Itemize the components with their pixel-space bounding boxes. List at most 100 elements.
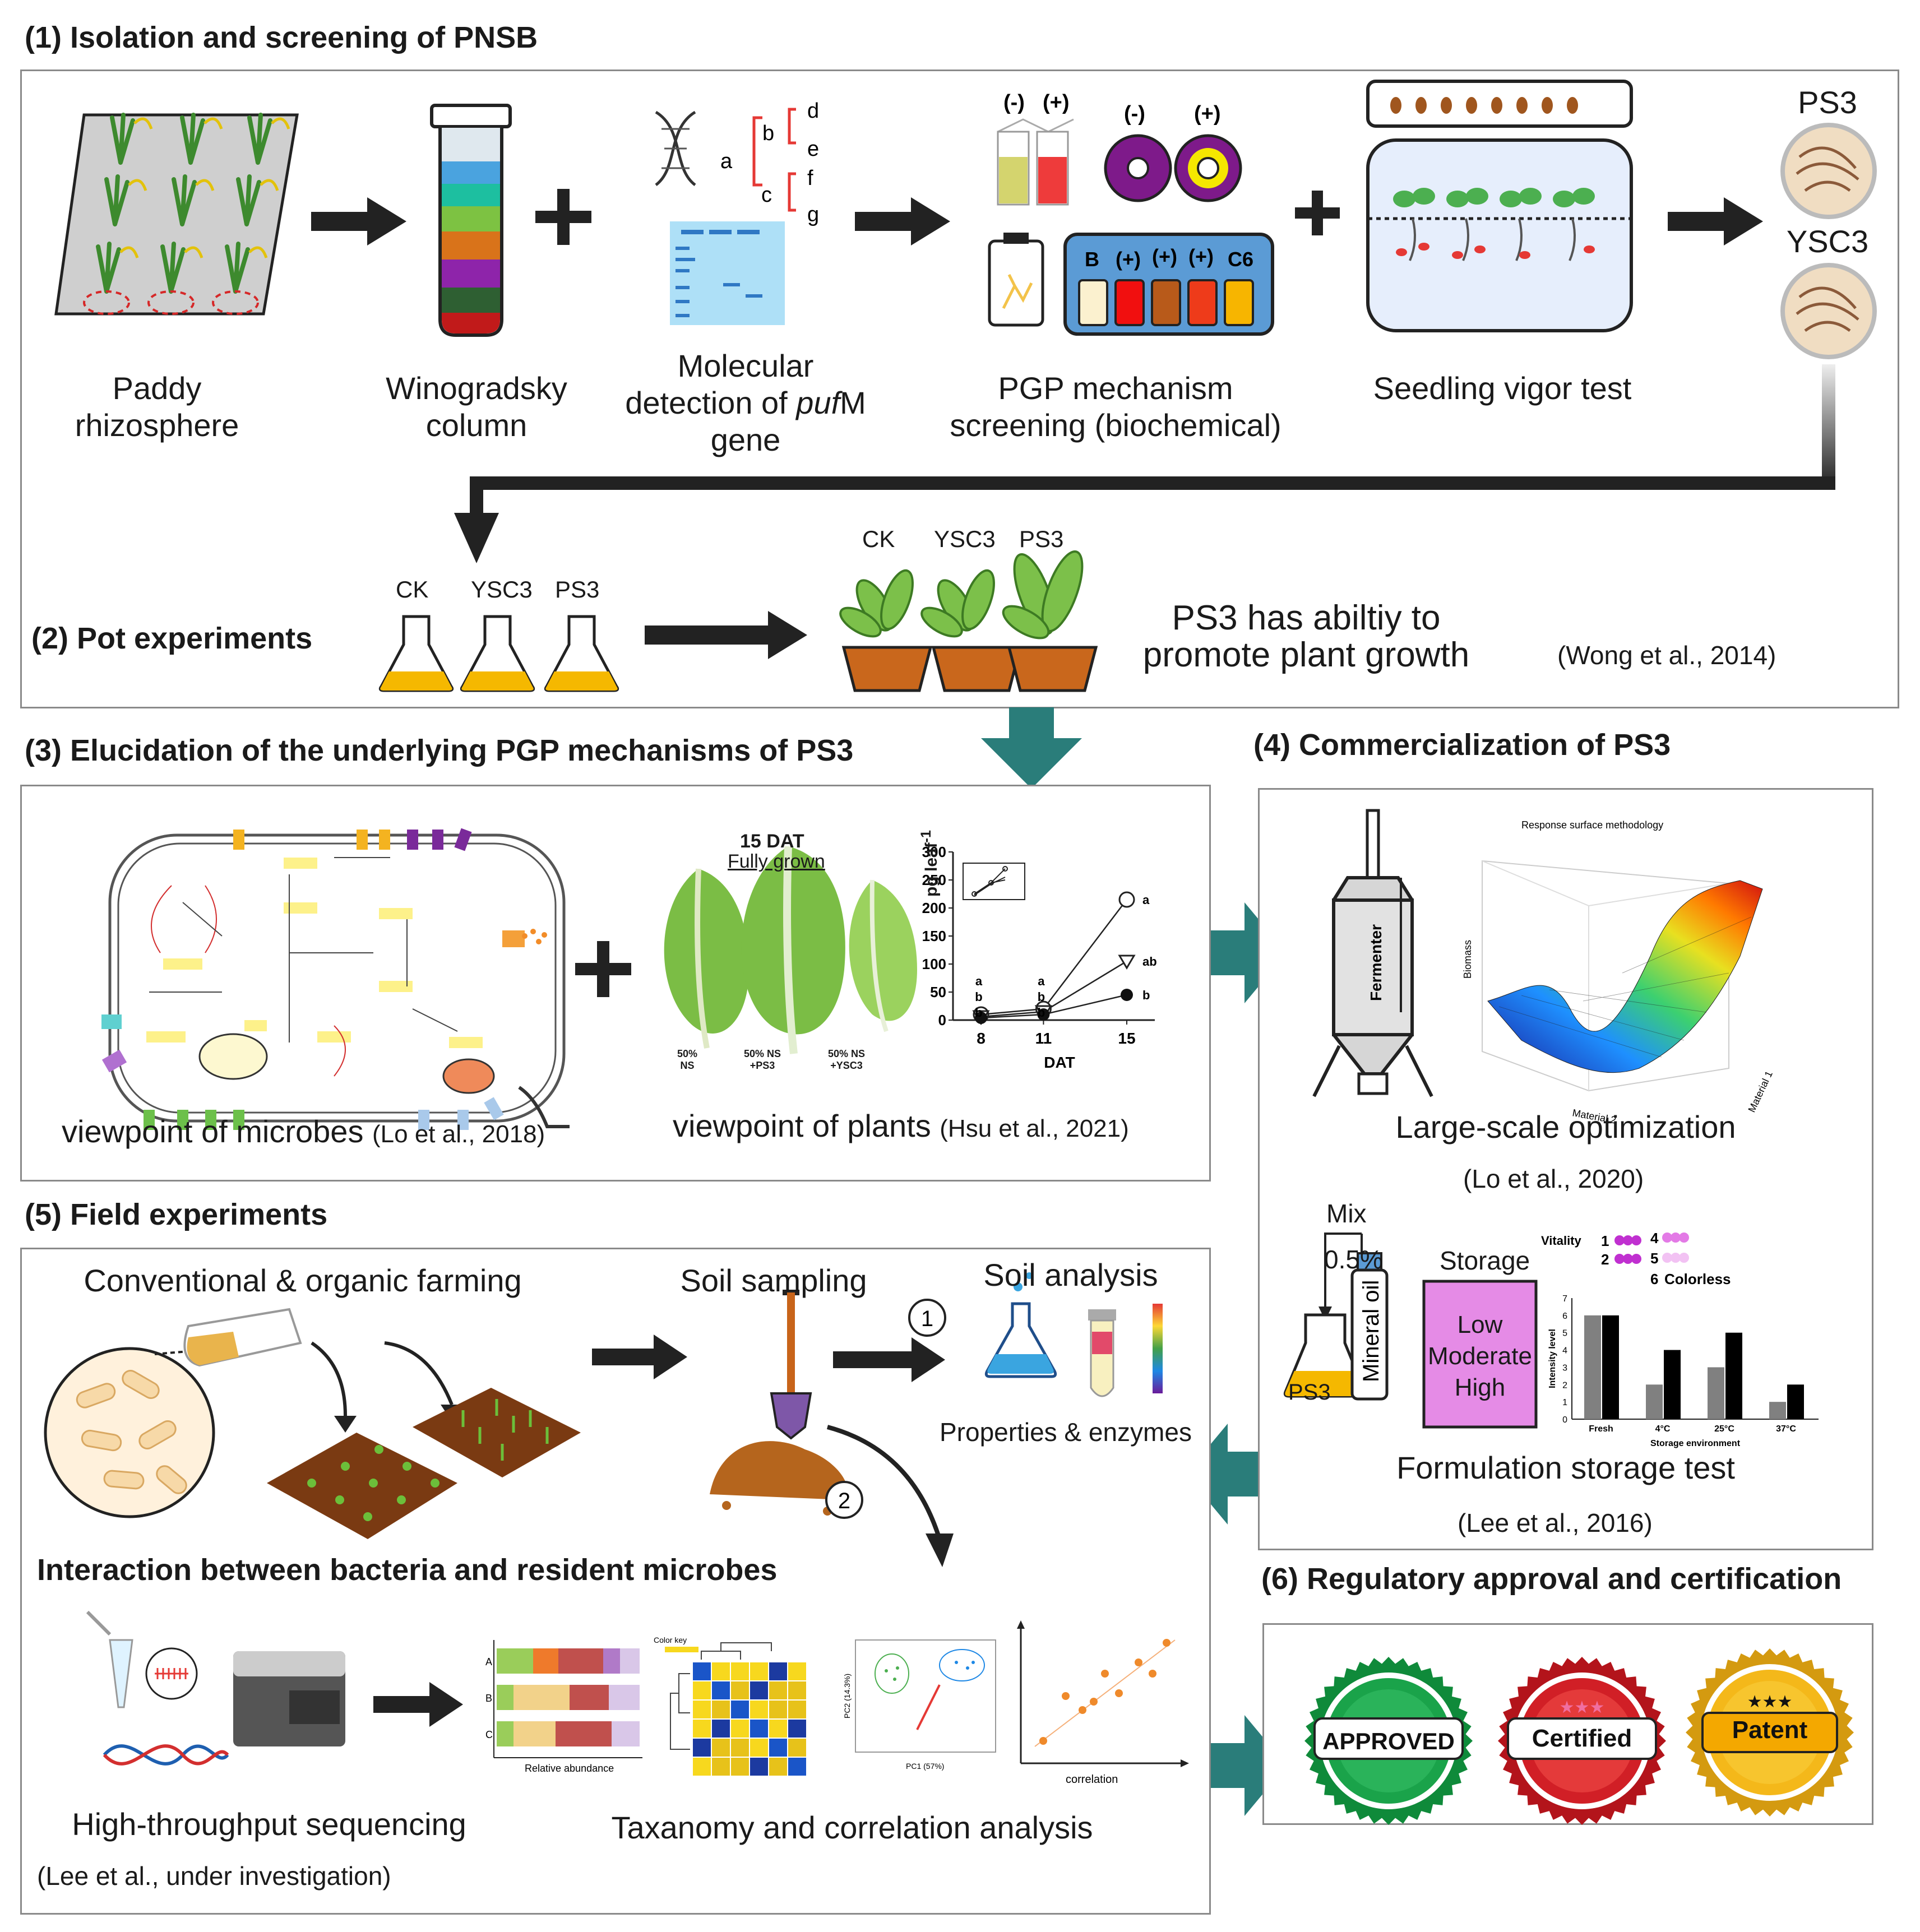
section-5-title: (5) Field experiments <box>25 1198 328 1231</box>
svg-text:6: 6 <box>1650 1271 1658 1287</box>
pca-plot <box>855 1639 996 1753</box>
pc1-label: PC1 (57%) <box>906 1762 944 1771</box>
heatmap-cell <box>693 1720 711 1738</box>
molecular-label: Molecular detection of pufM gene <box>625 348 866 457</box>
heatmap-cell <box>769 1681 787 1699</box>
arrow-1-icon <box>311 197 406 245</box>
point-triangle-open <box>1118 955 1136 970</box>
certified-text: Certified <box>1532 1725 1632 1752</box>
plus-3-icon <box>575 941 631 997</box>
step-1-number: 1 <box>921 1306 933 1331</box>
formulation-label: Formulation storage test <box>1396 1450 1735 1485</box>
series-line <box>980 960 1127 1018</box>
lee-investigation-citation: (Lee et al., under investigation) <box>37 1861 391 1891</box>
mix-label: Mix <box>1326 1199 1367 1228</box>
tube-minus-sign: (-) <box>1003 91 1025 114</box>
heatmap-cell <box>750 1701 768 1718</box>
y-tick-label: 200 <box>922 900 946 916</box>
plus-2-icon <box>1295 191 1340 235</box>
patent-seal-icon <box>1686 1648 1854 1817</box>
arrow-3-icon <box>1668 197 1763 245</box>
plate-label-p2: (+) <box>1152 245 1177 268</box>
heatmap-cell <box>750 1739 768 1757</box>
assay-plate-icon <box>1063 233 1274 336</box>
bar-y-tick-label: 5 <box>1562 1329 1567 1338</box>
point-letter-label: ab <box>1142 955 1157 969</box>
ysc3-strain-label: YSC3 <box>1786 224 1869 259</box>
fermenter-icon <box>1312 809 1433 1097</box>
storage-bar <box>1725 1332 1742 1419</box>
mix-arrow <box>1324 1233 1362 1309</box>
series-line <box>980 899 1127 1016</box>
section-3-title: (3) Elucidation of the underlying PGP me… <box>25 734 854 767</box>
y-tick-label: 0 <box>938 1012 946 1028</box>
seal-band <box>1313 1717 1464 1760</box>
relative-abundance-chart <box>493 1640 642 1758</box>
seedling-vigor-icon <box>1366 80 1633 332</box>
tube-plus-sign: (+) <box>1043 91 1070 114</box>
bar-x-tick-label: 37°C <box>1776 1424 1796 1434</box>
section-6-title: (6) Regulatory approval and certificatio… <box>1261 1562 1842 1596</box>
pots-icon <box>839 550 1098 692</box>
hts-label: High-throughput sequencing <box>72 1806 466 1842</box>
heatmap-cell <box>769 1758 787 1776</box>
lab-flask-icon <box>984 1272 1057 1378</box>
heatmap-cell <box>731 1758 749 1776</box>
flask-ck-label: CK <box>396 576 429 603</box>
heatmap-cell <box>712 1662 730 1680</box>
correlation-label: correlation <box>1066 1773 1118 1786</box>
step-2-number: 2 <box>838 1489 850 1513</box>
dna-gel-icon <box>655 108 796 325</box>
metabolic-cell-diagram-icon <box>101 828 570 1130</box>
storage-box-icon <box>1422 1280 1538 1429</box>
approved-text: APPROVED <box>1322 1728 1455 1754</box>
point-letter-label: b <box>975 990 982 1004</box>
plate-label-c6: C6 <box>1228 248 1253 271</box>
point-circle-open <box>1118 891 1135 908</box>
rsm-title: Response surface methodology <box>1521 819 1663 831</box>
color-key-label: Color key <box>654 1636 687 1644</box>
heatmap-cell <box>750 1758 768 1776</box>
pouring-flask-icon <box>183 1308 302 1367</box>
y-tick-label: 250 <box>922 872 946 888</box>
row-a-label: A <box>485 1656 492 1667</box>
heatmap-cell <box>731 1681 749 1699</box>
flask-ysc3-label: YSC3 <box>471 576 533 603</box>
dna-helix-icon <box>103 1744 229 1766</box>
y-tick-label: 50 <box>930 984 946 1000</box>
point-letter-label: b <box>975 1006 982 1020</box>
bar-chart-xlabel: Storage environment <box>1650 1439 1741 1448</box>
heatmap-cell <box>731 1739 749 1757</box>
flask-ps3-label: PS3 <box>555 576 600 603</box>
leaves-icon <box>664 846 917 1054</box>
heatmap-cell <box>750 1720 768 1738</box>
x-tick-label: 11 <box>1035 1030 1052 1047</box>
ps3-strain-label: PS3 <box>1798 85 1857 120</box>
seedling-label: Seedling vigor test <box>1373 370 1632 406</box>
patent-text: Patent <box>1732 1716 1808 1744</box>
sequencer-icon <box>233 1651 345 1746</box>
test-tubes-icon <box>997 118 1074 206</box>
point-letter-label: b <box>1038 1006 1045 1020</box>
gene-letter-d: d <box>807 99 819 123</box>
spectrum-bar-icon <box>1153 1304 1163 1393</box>
bar-y-tick-label: 3 <box>1562 1363 1567 1373</box>
plants-caption: viewpoint of plants (Hsu et al., 2021) <box>673 1108 1129 1143</box>
y-tick-label: 150 <box>922 928 946 944</box>
arrow-4-icon <box>645 611 807 659</box>
patent-stars: ★★★ <box>1747 1693 1793 1711</box>
heatmap-chart <box>665 1642 806 1776</box>
certified-seal-icon <box>1498 1657 1666 1825</box>
bar-y-tick-label: 6 <box>1562 1312 1567 1321</box>
culture-bottle-icon <box>988 233 1044 327</box>
colorless-label: Colorless <box>1664 1271 1731 1287</box>
heatmap-cell <box>693 1681 711 1699</box>
panel-3-graphics <box>101 828 917 1130</box>
heatmap-cell <box>788 1701 806 1718</box>
section-2-title: (2) Pot experiments <box>31 622 313 655</box>
